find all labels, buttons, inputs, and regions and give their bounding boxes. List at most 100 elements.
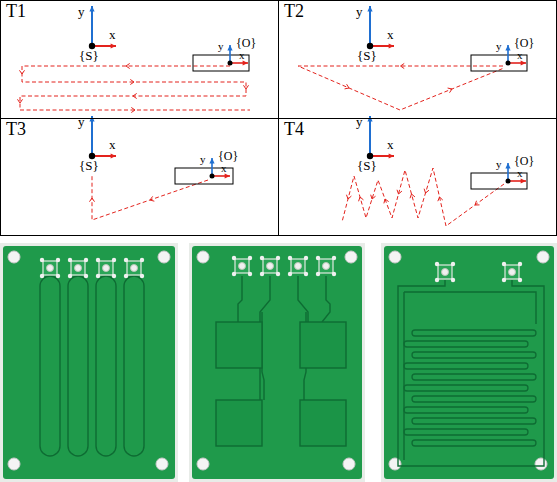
connector-pad — [248, 272, 252, 276]
connector-pin — [103, 265, 110, 272]
comb-finger — [412, 418, 536, 424]
s-x-axis-head — [389, 43, 394, 48]
mount-hole — [389, 458, 401, 470]
pcb-trace — [68, 276, 88, 456]
comb-finger — [404, 341, 528, 347]
trajectory-panel: T1 — [0, 0, 279, 119]
frame-label: {O} — [236, 37, 256, 49]
comb-finger — [404, 385, 528, 391]
axis-label: x — [221, 163, 227, 174]
trajectory — [342, 168, 504, 226]
connector-pad — [518, 262, 522, 266]
frame-label: {S} — [357, 49, 377, 62]
o-x-axis-head — [521, 178, 526, 183]
electrode-pad — [300, 400, 346, 446]
pcb-trace — [238, 276, 242, 322]
photo-frame — [189, 243, 365, 482]
trajectory — [20, 66, 250, 110]
connector-pad — [288, 256, 292, 260]
frame-label: {O} — [514, 37, 534, 49]
frame-label: {S} — [357, 159, 377, 172]
connector-pad — [96, 274, 100, 278]
panel-title: T4 — [279, 119, 309, 141]
connector — [127, 261, 141, 275]
trajectory-arrow — [243, 85, 248, 89]
connector-pad — [112, 258, 116, 262]
trajectory-arrow — [19, 70, 24, 74]
connector-pad — [304, 256, 308, 260]
s-y-axis — [369, 116, 371, 156]
o-y-axis-head — [227, 45, 232, 50]
connector-pin — [267, 263, 274, 270]
connector-pad — [56, 258, 60, 262]
connector-pad — [68, 258, 72, 262]
axis-label: x — [109, 138, 116, 151]
trajectory — [92, 176, 208, 220]
mount-hole — [197, 251, 209, 263]
o-x-axis-head — [243, 60, 248, 65]
comb-finger — [412, 396, 536, 402]
connector-pad — [260, 272, 264, 276]
o-origin — [506, 61, 511, 66]
connector — [291, 259, 305, 273]
mount-hole — [197, 458, 209, 470]
connector-pad — [140, 274, 144, 278]
comb-finger — [404, 407, 528, 413]
connector — [43, 261, 57, 275]
o-origin — [228, 61, 233, 66]
o-x-axis-head — [225, 173, 230, 178]
o-origin — [210, 174, 215, 179]
axis-label: y — [356, 5, 363, 18]
s-x-axis-head — [389, 153, 394, 158]
connector-pad — [232, 272, 236, 276]
pcb-trace — [40, 276, 60, 456]
mount-hole — [389, 251, 401, 263]
connector-pad — [96, 258, 100, 262]
comb-finger — [404, 363, 528, 369]
trajectory-arrow — [345, 84, 349, 89]
mount-hole — [156, 458, 168, 470]
trajectory-arrow — [130, 79, 134, 84]
connector-pin — [323, 263, 330, 270]
comb-finger — [412, 330, 536, 336]
connector-pad — [248, 256, 252, 260]
s-y-axis — [369, 6, 371, 46]
trajectory-arrow — [371, 195, 376, 199]
axis-label: y — [200, 154, 206, 165]
mount-hole — [537, 251, 549, 263]
pcb-trace — [124, 276, 144, 456]
mount-hole — [345, 251, 357, 263]
frame-label: {O} — [514, 155, 534, 167]
connector-pad — [40, 258, 44, 262]
connector-pad — [276, 256, 280, 260]
axis-label: x — [239, 50, 245, 61]
o-y-axis-head — [209, 158, 214, 163]
connector-pad — [451, 278, 455, 282]
axis-label: y — [78, 115, 85, 128]
photo-frame — [0, 243, 178, 482]
pcb-trace — [96, 276, 116, 456]
connector-pad — [288, 272, 292, 276]
o-y-axis-head — [505, 163, 510, 168]
connector-pad — [56, 274, 60, 278]
connector-pad — [276, 272, 280, 276]
frame-label: {S} — [79, 159, 99, 172]
electrode-pad — [216, 400, 262, 446]
connector — [99, 261, 113, 275]
mount-hole — [535, 458, 547, 470]
axis-label: x — [387, 138, 394, 151]
connector-pin — [239, 263, 246, 270]
comb-finger — [404, 429, 528, 435]
connector — [505, 265, 519, 279]
connector-pin — [442, 269, 449, 276]
trajectory-arrow — [438, 197, 443, 201]
mount-hole — [8, 458, 20, 470]
connector — [438, 265, 452, 279]
connector-pad — [316, 272, 320, 276]
connector-pad — [502, 262, 506, 266]
axis-label: x — [387, 28, 394, 41]
comb-finger — [412, 440, 536, 446]
trajectory-arrow — [131, 107, 135, 112]
connector-pad — [84, 274, 88, 278]
connector-pad — [68, 274, 72, 278]
